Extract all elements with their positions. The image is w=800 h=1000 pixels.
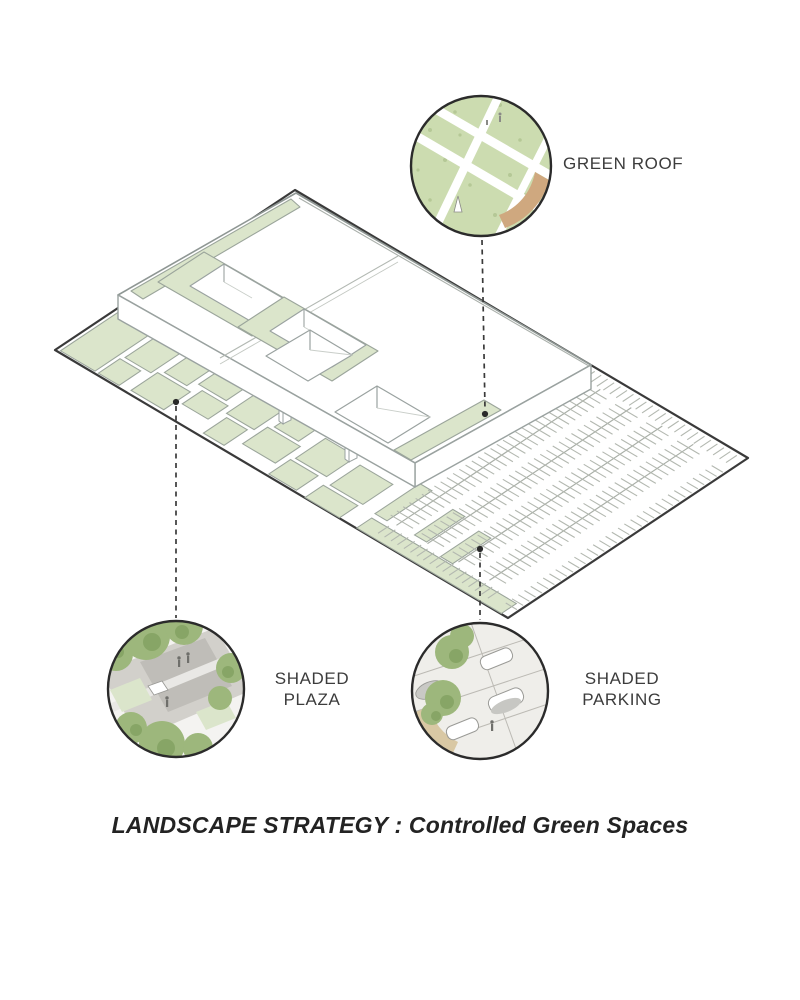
callout-lines (172, 239, 489, 620)
plaza-planting-beds (59, 306, 518, 615)
parking-trees (421, 624, 474, 725)
shaded-plaza-vignette (106, 619, 246, 759)
shaded-plaza-circle (106, 619, 246, 759)
green-roof-circle (409, 94, 553, 238)
building-front-left-wall (117, 294, 416, 488)
diagram-title: LANDSCAPE STRATEGY : Controlled Green Sp… (111, 812, 689, 838)
shaded-plaza-label: SHADED PLAZA (274, 669, 350, 709)
parking-field (377, 370, 738, 611)
green-roof-vignette (409, 94, 553, 238)
shaded-parking-circle (410, 621, 550, 761)
roof-courtyard-b (334, 385, 431, 444)
green-roof-label: GREEN ROOF (563, 154, 684, 173)
roof-courtyard-a (265, 329, 353, 382)
building (117, 192, 592, 488)
shaded-parking-label: SHADED PARKING (582, 669, 662, 709)
shaded-parking-vignette (410, 621, 550, 761)
green-roof-strip (393, 399, 502, 461)
